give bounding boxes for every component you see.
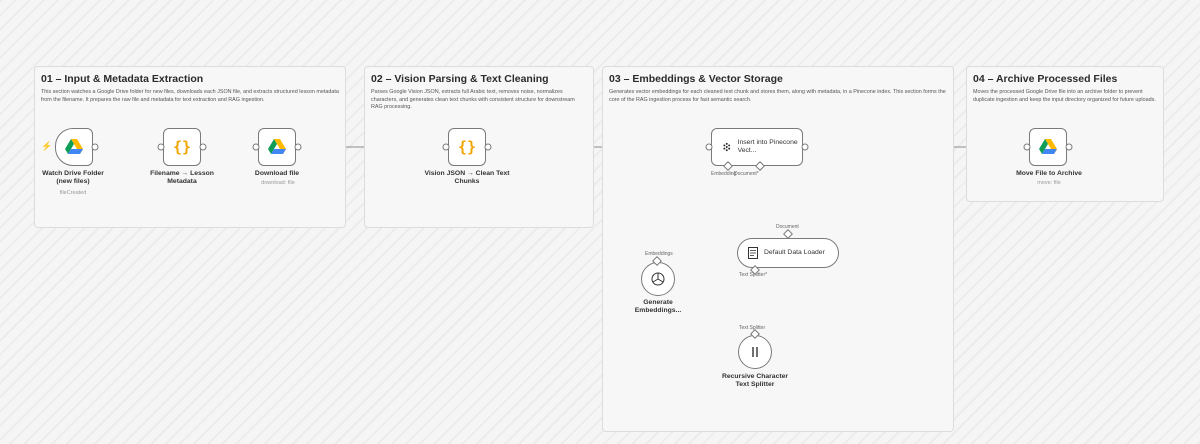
pinecone-icon bbox=[723, 142, 731, 152]
section-title: 02 – Vision Parsing & Text Cleaning bbox=[371, 73, 549, 85]
trigger-bolt-icon: ⚡ bbox=[41, 141, 53, 151]
section-02-note[interactable]: 02 – Vision Parsing & Text Cleaning Pars… bbox=[364, 66, 594, 228]
section-description: This section watches a Google Drive fold… bbox=[41, 89, 339, 103]
node-label: Vision JSON → Clean Text Chunks bbox=[424, 170, 510, 185]
node-label: Move File to Archive bbox=[1016, 170, 1082, 177]
section-description: Moves the processed Google Drive file in… bbox=[973, 89, 1156, 103]
section-title: 03 – Embeddings & Vector Storage bbox=[609, 73, 783, 85]
google-drive-icon bbox=[1039, 139, 1057, 154]
node-label: Generate Embeddings... bbox=[634, 299, 682, 314]
port-label-splitter-input: Text Splitter bbox=[739, 325, 766, 331]
node-default-data-loader[interactable]: Default Data Loader bbox=[737, 238, 839, 268]
google-drive-icon bbox=[65, 139, 83, 154]
section-title: 01 – Input & Metadata Extraction bbox=[41, 73, 204, 85]
node-download-file[interactable] bbox=[258, 128, 296, 166]
node-label: Recursive Character Text Splitter bbox=[721, 373, 789, 388]
node-move-to-archive[interactable] bbox=[1029, 128, 1067, 166]
node-watch-drive-folder[interactable] bbox=[55, 128, 93, 166]
node-label: Download file bbox=[254, 170, 300, 177]
node-sublabel: fileCreated bbox=[59, 190, 87, 196]
node-sublabel: download: file bbox=[261, 180, 295, 186]
node-label: Watch Drive Folder (new files) bbox=[42, 170, 104, 185]
node-sublabel: move: file bbox=[1037, 180, 1061, 186]
section-description: Parses Google Vision JSON, extracts full… bbox=[371, 89, 575, 110]
openai-icon bbox=[651, 272, 665, 286]
port-label-text-splitter: Text Splitter* bbox=[739, 272, 768, 278]
code-braces-icon: {} bbox=[457, 138, 477, 156]
node-label: Default Data Loader bbox=[764, 249, 825, 256]
node-generate-embeddings[interactable] bbox=[641, 262, 675, 296]
port-label-document-input: Document bbox=[776, 224, 799, 230]
node-label: Filename → Lesson Metadata bbox=[150, 170, 214, 185]
section-description: Generates vector embeddings for each cle… bbox=[609, 89, 946, 103]
node-filename-metadata[interactable]: {} bbox=[163, 128, 201, 166]
section-title: 04 – Archive Processed Files bbox=[973, 73, 1118, 85]
splitter-icon bbox=[752, 347, 758, 357]
port-label-document: Document* bbox=[734, 171, 759, 177]
port-label-embeddings-input: Embeddings bbox=[645, 251, 673, 257]
node-label: Insert into Pinecone Vect... bbox=[737, 139, 798, 154]
node-insert-pinecone[interactable]: Insert into Pinecone Vect... bbox=[711, 128, 803, 166]
code-braces-icon: {} bbox=[172, 138, 192, 156]
port-label-embedding: Embedding bbox=[711, 171, 737, 177]
document-icon bbox=[748, 247, 758, 259]
node-recursive-splitter[interactable] bbox=[738, 335, 772, 369]
node-vision-json[interactable]: {} bbox=[448, 128, 486, 166]
google-drive-icon bbox=[268, 139, 286, 154]
